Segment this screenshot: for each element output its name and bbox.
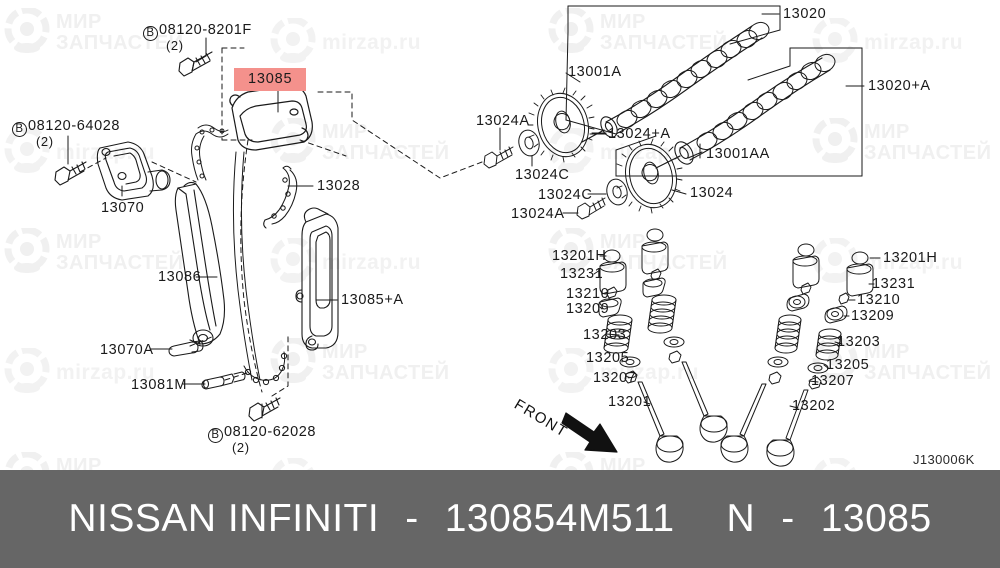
fastener-qty-08120-8201F: (2) (166, 38, 184, 53)
part-13070-tensioner-bracket (96, 141, 171, 201)
part-label-13070A: 13070A (100, 342, 154, 358)
part-label-13024C-top: 13024C (515, 167, 570, 183)
part-label-13210-right: 13210 (857, 292, 901, 308)
valve-assembly-left-center (641, 228, 728, 443)
part-label-13028: 13028 (317, 178, 361, 194)
footer-separator: - (405, 497, 419, 540)
leader-lines-camshaft (351, 13, 865, 214)
footer-brand: NISSAN INFINITI (68, 497, 380, 540)
part-13024A-bolt-top (483, 146, 514, 169)
fastener-qty-08120-62028: (2) (232, 440, 250, 455)
bolt-08120-8201F (178, 51, 213, 77)
fastener-qty-08120-64028: (2) (36, 134, 54, 149)
part-13070A-plunger (168, 340, 204, 357)
circled-b-icon: B (208, 428, 223, 443)
part-13024A-bolt-bottom (576, 197, 606, 220)
part-label-13209-right: 13209 (851, 308, 895, 324)
footer-ref-separator: - (781, 497, 795, 540)
part-13024-sprocket (615, 138, 683, 214)
part-label-13201-left: 13201 (608, 394, 652, 410)
part-13020-camshaft-upper (565, 5, 781, 143)
part-label-13024A-top: 13024A (476, 113, 530, 129)
part-13024C-washer-bottom (606, 178, 628, 206)
part-label-13203-right: 13203 (837, 334, 881, 350)
part-label-13024: 13024 (690, 185, 734, 201)
part-13024C-washer-top (518, 129, 540, 157)
part-label-13024C-bottom: 13024C (538, 187, 593, 203)
part-label-13024-plus-A: 13024+A (608, 126, 671, 142)
part-13028-chain-guide (263, 165, 298, 229)
part-13081M-chain-pin (201, 371, 246, 390)
part-label-13085-highlighted[interactable]: 13085 (234, 68, 307, 91)
part-label-13081M: 13081M (131, 377, 187, 393)
footer-ref-number: 13085 (820, 497, 932, 540)
timing-chain-links-upper (191, 124, 229, 181)
part-label-13024A-bottom: 13024A (511, 206, 565, 222)
part-13086-chain-guide (174, 181, 226, 347)
part-13085A-chain-guide (295, 207, 339, 351)
part-label-13201H-left: 13201H (552, 248, 607, 264)
part-label-13207-right: 13207 (811, 373, 855, 389)
part-label-13201H-right: 13201H (883, 250, 938, 266)
front-direction-arrow (561, 412, 618, 453)
leader-lines-chain (67, 37, 353, 419)
part-label-13070: 13070 (101, 200, 145, 216)
part-label-13020A: 13020+A (868, 78, 931, 94)
part-label-13209-left: 13209 (566, 301, 610, 317)
drawing-code: J130006K (913, 452, 975, 467)
part-label-13203-left: 13203 (583, 327, 627, 343)
bolt-08120-64028 (54, 161, 87, 186)
circled-b-icon: B (143, 26, 158, 41)
part-label-13020: 13020 (783, 6, 827, 22)
part-label-13001AA: 13001AA (706, 146, 770, 162)
bolt-08120-62028 (248, 397, 281, 422)
part-label-13202-right: 13202 (792, 398, 836, 414)
footer-ref-prefix: N (726, 497, 756, 540)
circled-b-icon: B (12, 122, 27, 137)
part-label-13231-left: 13231 (560, 266, 604, 282)
leader-lines-valves-left (593, 255, 651, 405)
part-label-13210-left: 13210 (566, 286, 610, 302)
footer-part-number: 130854M511 (444, 497, 675, 540)
part-label-13086: 13086 (158, 269, 202, 285)
part-label-13085A: 13085+A (341, 292, 404, 308)
valve-assembly-right-center (720, 243, 820, 463)
part-label-13001A: 13001A (568, 64, 622, 80)
part-label-13231-right: 13231 (872, 276, 916, 292)
part-label-13205-left: 13205 (586, 350, 630, 366)
part-label-13207-left: 13207 (593, 370, 637, 386)
part-13020A-camshaft-lower (615, 47, 863, 177)
part-label-13205-right: 13205 (826, 357, 870, 373)
